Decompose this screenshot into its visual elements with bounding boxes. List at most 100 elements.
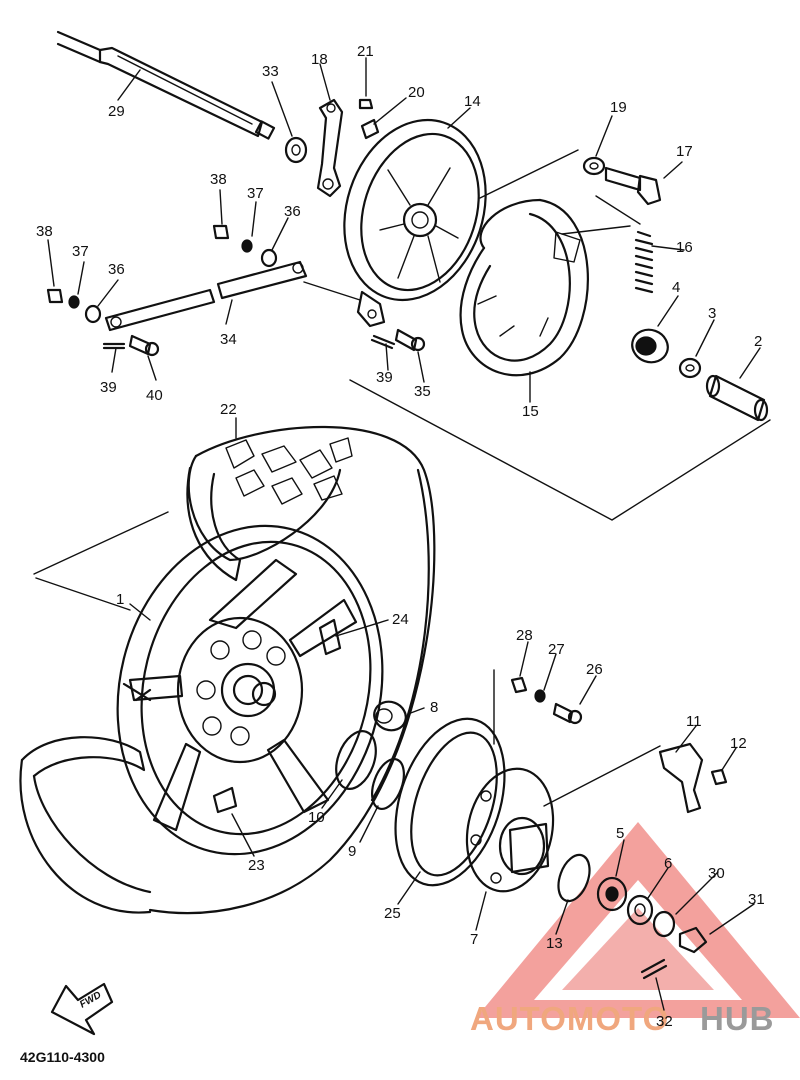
callout-29: 29 bbox=[108, 103, 125, 120]
bracket-18 bbox=[316, 98, 344, 198]
collar-6 bbox=[626, 894, 654, 926]
callout-5: 5 bbox=[616, 825, 624, 842]
brake-plate-14 bbox=[343, 118, 487, 328]
cotter-20 bbox=[360, 118, 380, 140]
callout-31: 31 bbox=[748, 891, 765, 908]
washer-36-a bbox=[260, 248, 278, 268]
callout-8: 8 bbox=[430, 699, 438, 716]
callout-16: 16 bbox=[676, 239, 693, 256]
cotter-pin-39-b bbox=[370, 334, 396, 350]
fwd-label: FWD bbox=[78, 990, 103, 1011]
watermark-text: AUTOMOTO HUB bbox=[470, 1000, 775, 1037]
nut-12 bbox=[710, 768, 728, 786]
tire-22 bbox=[19, 425, 436, 915]
callout-39-a: 39 bbox=[100, 379, 117, 396]
seal-30 bbox=[652, 910, 676, 938]
rear-wheel-assembly bbox=[19, 425, 728, 980]
callout-14: 14 bbox=[464, 93, 481, 110]
spring-16 bbox=[634, 230, 654, 294]
callout-21: 21 bbox=[357, 43, 374, 60]
washer-37-b bbox=[68, 295, 80, 309]
callout-39-b: 39 bbox=[376, 369, 393, 386]
wheel-rim-1 bbox=[116, 524, 384, 856]
brake-parts-group bbox=[33, 30, 771, 611]
watermark-logo bbox=[476, 822, 800, 1018]
callout-40: 40 bbox=[146, 387, 163, 404]
callout-33: 33 bbox=[262, 63, 279, 80]
bolt-35 bbox=[394, 328, 426, 352]
callout-3: 3 bbox=[708, 305, 716, 322]
o-ring-10 bbox=[335, 730, 377, 790]
callout-27: 27 bbox=[548, 641, 565, 658]
callout-36-b: 36 bbox=[108, 261, 125, 278]
nut-31 bbox=[678, 926, 708, 954]
bearing-5 bbox=[596, 876, 628, 912]
callout-15: 15 bbox=[522, 403, 539, 420]
callout-9: 9 bbox=[348, 843, 356, 860]
callout-1: 1 bbox=[116, 591, 124, 608]
callout-35: 35 bbox=[414, 383, 431, 400]
callout-11: 11 bbox=[686, 713, 702, 730]
callout-32: 32 bbox=[656, 1013, 673, 1030]
wheel-hub bbox=[196, 630, 286, 746]
bolt-40 bbox=[128, 334, 160, 357]
oil-seal-19 bbox=[582, 156, 606, 176]
rear-axle-29 bbox=[56, 30, 276, 140]
callout-13: 13 bbox=[546, 935, 563, 952]
callout-4: 4 bbox=[672, 279, 680, 296]
callout-12: 12 bbox=[730, 735, 747, 752]
callout-38-a: 38 bbox=[210, 171, 227, 188]
callout-37-b: 37 bbox=[72, 243, 89, 260]
callout-24: 24 bbox=[392, 611, 409, 628]
callout-22: 22 bbox=[220, 401, 237, 418]
tension-bar-34 bbox=[104, 260, 308, 332]
callout-17: 17 bbox=[676, 143, 693, 160]
callout-28: 28 bbox=[516, 627, 533, 644]
callout-7: 7 bbox=[470, 931, 478, 948]
callout-30: 30 bbox=[708, 865, 725, 882]
washer-33 bbox=[284, 136, 308, 164]
callout-19: 19 bbox=[610, 99, 627, 116]
valve-23 bbox=[212, 786, 238, 814]
sprocket-flange-7 bbox=[465, 767, 555, 893]
washer-37-a bbox=[241, 239, 253, 253]
plate-11 bbox=[658, 742, 704, 814]
callout-10: 10 bbox=[308, 809, 325, 826]
bearing-8 bbox=[373, 700, 407, 732]
callout-23: 23 bbox=[248, 857, 265, 874]
callout-38-b: 38 bbox=[36, 223, 53, 240]
callout-34: 34 bbox=[220, 331, 237, 348]
callout-labels: 29 33 18 21 20 14 19 17 16 4 3 2 38 37 3… bbox=[36, 43, 765, 1030]
watermark-text-part2: HUB bbox=[700, 1000, 775, 1037]
watermark-text-part1: AUTOMOTO bbox=[470, 1000, 669, 1037]
brake-shoes-15 bbox=[459, 198, 589, 377]
callout-36-a: 36 bbox=[284, 203, 301, 220]
callout-18: 18 bbox=[311, 51, 328, 68]
seal-4 bbox=[631, 328, 669, 364]
circlip-13 bbox=[557, 853, 591, 903]
callout-25: 25 bbox=[384, 905, 401, 922]
bolt-26 bbox=[552, 702, 583, 725]
washer-36-b bbox=[84, 304, 102, 324]
spacer-24 bbox=[318, 618, 342, 656]
washer-27 bbox=[534, 689, 546, 703]
spacer-2 bbox=[705, 374, 769, 422]
nut-21 bbox=[358, 98, 374, 110]
forward-arrow-icon: FWD bbox=[50, 982, 114, 1036]
callout-6: 6 bbox=[664, 855, 672, 872]
brake-cam-17 bbox=[604, 166, 662, 206]
hub-ring-25 bbox=[394, 717, 506, 887]
nut-28 bbox=[510, 676, 528, 694]
collar-3 bbox=[678, 357, 702, 379]
cotter-pin-32 bbox=[640, 958, 668, 980]
cotter-pin-39-a bbox=[102, 342, 126, 350]
nut-38-a bbox=[212, 224, 230, 240]
part-code: 42G110-4300 bbox=[20, 1049, 105, 1065]
callout-37-a: 37 bbox=[247, 185, 264, 202]
callout-2: 2 bbox=[754, 333, 762, 350]
nut-38-b bbox=[46, 288, 64, 304]
callout-26: 26 bbox=[586, 661, 603, 678]
callout-20: 20 bbox=[408, 84, 425, 101]
